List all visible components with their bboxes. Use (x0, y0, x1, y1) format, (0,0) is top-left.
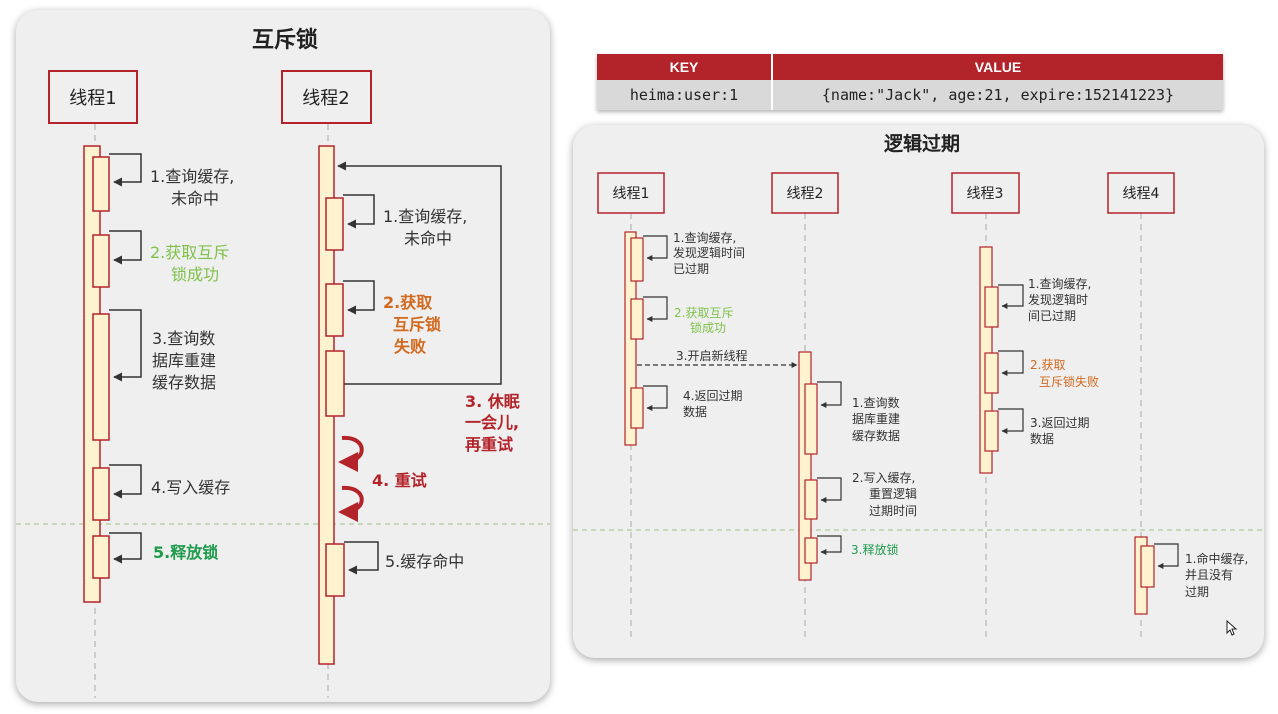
lthread-1-label: 线程1 (613, 186, 650, 202)
t2-step1-label: 1.查询缓存, 未命中 (383, 207, 472, 248)
lthread-3-label: 线程3 (967, 186, 1004, 202)
lthread-2-box (771, 172, 839, 214)
thread-2-label: 线程2 (302, 88, 349, 109)
t2-step3-label: 3. 休眠 一会儿, 再重试 (465, 392, 525, 454)
mutex-title: 互斥锁 (252, 28, 319, 53)
t1-step3-label: 3.查询数 据库重建 缓存数据 (152, 329, 221, 392)
t2-step5-arrow (344, 541, 379, 575)
logical-sequence-diagram: 线程1 线程2 线程3 线程4 1.查询缓存, 发现逻辑时间 已过期 2.获取互… (573, 172, 1264, 637)
mutex-diagram-panel: 互斥锁 线程1 线程2 (16, 10, 550, 702)
logical-expire-panel: 逻辑过期 线程1 线程2 线程3 线程4 1.查询缓存 (573, 125, 1264, 658)
t1-step5-arrow (109, 532, 142, 564)
lt3-step2-activation (984, 352, 999, 394)
t2-step3-activation (325, 350, 345, 417)
t1-step1-label: 1.查询缓存, 未命中 (150, 167, 239, 208)
thread-2-box (281, 70, 372, 124)
mouse-cursor-icon (1226, 620, 1238, 636)
thread-1-label: 线程1 (69, 88, 116, 109)
t2-step5-label: 5.缓存命中 (385, 552, 464, 571)
t1-step1-activation (92, 156, 110, 212)
t1-step5-label: 5.释放锁 (153, 543, 218, 562)
logical-title: 逻辑过期 (884, 133, 961, 155)
table-row: heima:user:1 {name:"Jack", age:21, expir… (597, 80, 1223, 110)
lt1-step3-label: 3.开启新线程 (676, 348, 747, 363)
lt1-step4-label: 4.返回过期 数据 (683, 389, 746, 419)
lt3-step2-arrow (998, 350, 1024, 376)
t1-step3-activation (92, 313, 110, 441)
lthread-4-label: 线程4 (1123, 186, 1160, 202)
lt3-step2-label: 2.获取 互斥锁失败 (1030, 358, 1099, 389)
lt1-step1-label: 1.查询缓存, 发现逻辑时间 已过期 (673, 231, 749, 276)
t1-step3-arrow (109, 309, 142, 382)
lt2-step3-activation (804, 537, 818, 564)
thread-1-box (48, 70, 138, 124)
lt4-step1-activation (1140, 545, 1155, 588)
lt4-step1-label: 1.命中缓存, 并且没有 过期 (1185, 551, 1252, 599)
mutex-sequence-diagram: 线程1 线程2 1.查询缓存, 未命中 2.获取互斥 锁成功 3.查询数 据库重… (16, 70, 550, 698)
lt2-step2-arrow (817, 477, 842, 503)
retry-curl-icon-2 (338, 485, 364, 522)
t2-step2-activation (325, 283, 344, 337)
value-header: VALUE (771, 54, 1223, 80)
retry-curl-icon-1 (338, 435, 364, 472)
value-cell: {name:"Jack", age:21, expire:152141223} (771, 80, 1223, 110)
t2-step4-label: 4. 重试 (372, 471, 427, 490)
key-cell: heima:user:1 (597, 80, 772, 110)
t1-step1-arrow (109, 153, 142, 187)
cache-kv-table: KEY VALUE heima:user:1 {name:"Jack", age… (597, 54, 1223, 110)
lt2-step1-arrow (817, 381, 842, 408)
t1-step5-activation (92, 535, 110, 579)
key-header: KEY (597, 54, 772, 80)
t1-step2-arrow (109, 230, 142, 265)
lt3-step1-label: 1.查询缓存, 发现逻辑时 间已过期 (1028, 277, 1095, 323)
t1-step2-activation (92, 234, 110, 288)
lt1-step4-activation (630, 387, 644, 429)
t2-step1-activation (325, 197, 344, 251)
lt3-step1-activation (984, 286, 999, 328)
lthread-4-box (1107, 172, 1175, 214)
lt2-step2-activation (804, 479, 818, 520)
lthread-3-box (951, 172, 1020, 214)
t2-step2-arrow (343, 280, 375, 315)
lt1-step2-activation (630, 298, 644, 340)
lt1-step2-arrow (643, 296, 668, 322)
lt2-step1-activation (804, 383, 818, 455)
t1-step4-arrow (109, 464, 142, 499)
lt3-step3-activation (984, 410, 999, 452)
t1-step4-activation (92, 467, 110, 521)
lt2-step3-arrow (817, 535, 842, 555)
t2-step1-arrow (343, 194, 375, 229)
t1-step4-label: 4.写入缓存 (151, 478, 230, 497)
lt4-step1-arrow (1154, 543, 1179, 569)
lt2-step2-label: 2.写入缓存, 重置逻辑 过期时间 (852, 471, 921, 518)
lt3-step3-arrow (998, 408, 1024, 434)
lt1-step1-arrow (643, 235, 668, 261)
lt1-step2-label: 2.获取互斥 锁成功 (674, 306, 737, 335)
lt2-step3-label: 3.释放锁 (851, 542, 898, 557)
lt3-step1-arrow (998, 284, 1024, 309)
lt3-step3-label: 3.返回过期 数据 (1030, 416, 1093, 446)
lt1-step4-arrow (643, 385, 668, 411)
lt1-step1-activation (630, 237, 644, 282)
lthread-2-label: 线程2 (787, 186, 824, 202)
t1-step2-label: 2.获取互斥 锁成功 (150, 243, 234, 284)
lthread-1-box (597, 172, 665, 214)
lt2-step1-label: 1.查询数 据库重建 缓存数据 (852, 395, 904, 443)
t2-step5-activation (325, 543, 345, 597)
t2-step2-label: 2.获取 互斥锁 失败 (383, 293, 447, 356)
t2-retry-arrow (337, 161, 502, 385)
